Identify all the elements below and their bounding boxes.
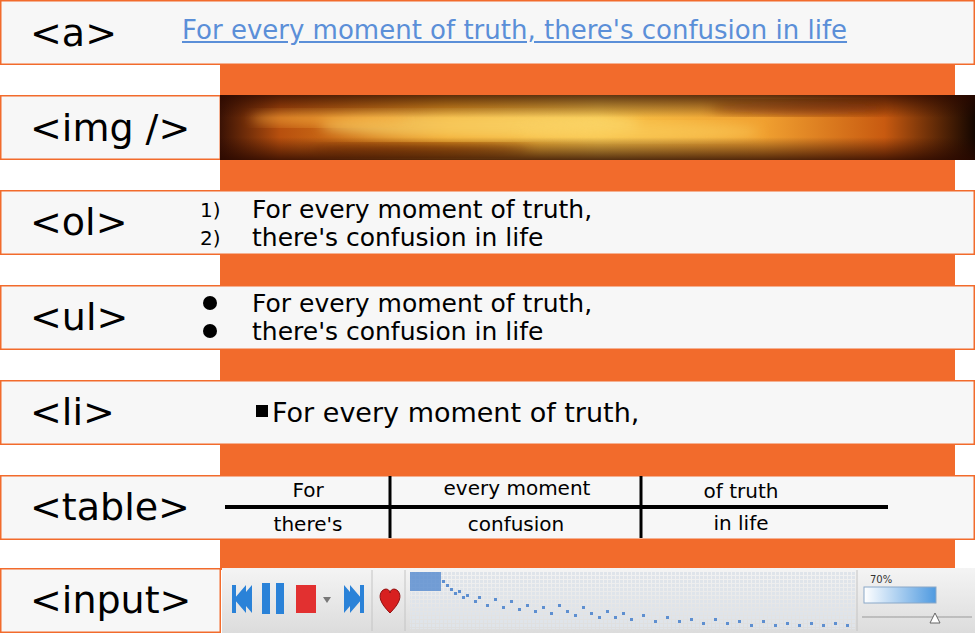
tag-name: <li> bbox=[30, 393, 115, 431]
tag-row: <li> For every moment of truth, bbox=[0, 380, 975, 445]
list-marker: 2) bbox=[200, 228, 221, 248]
tag-name: <ul> bbox=[30, 298, 128, 336]
tag-row: <a> For every moment of truth, there's co… bbox=[0, 0, 975, 65]
tag-row: <ol> For every moment of truth, there's co… bbox=[0, 190, 975, 255]
tag-row: <ul> For every moment of truth, there's co… bbox=[0, 285, 975, 350]
link-text: For every moment of truth, there's confu… bbox=[182, 17, 847, 43]
tag-row: <input> bbox=[0, 568, 975, 633]
tag-row: <img /> bbox=[0, 95, 975, 160]
table-cell: of truth bbox=[704, 481, 779, 501]
table-cell: there's bbox=[274, 514, 343, 534]
tag-row: <table> bbox=[0, 475, 975, 540]
list-item: there's confusion in life bbox=[252, 225, 543, 250]
list-item: For every moment of truth, bbox=[252, 197, 592, 222]
tag-name: <input> bbox=[30, 581, 191, 619]
table-cell: confusion bbox=[468, 514, 565, 534]
tag-name: <img /> bbox=[30, 109, 190, 147]
tag-name: <table> bbox=[30, 488, 190, 526]
volume-percent: 70% bbox=[870, 575, 892, 585]
list-marker: 1) bbox=[200, 200, 221, 220]
list-item: there's confusion in life bbox=[252, 319, 543, 344]
tag-name: <a> bbox=[30, 14, 117, 52]
list-item: For every moment of truth, bbox=[252, 291, 592, 316]
table-cell: in life bbox=[713, 513, 768, 533]
table-cell: For bbox=[292, 480, 323, 500]
tag-name: <ol> bbox=[30, 203, 128, 241]
list-item: For every moment of truth, bbox=[272, 399, 639, 426]
table-cell: every moment bbox=[444, 478, 591, 498]
